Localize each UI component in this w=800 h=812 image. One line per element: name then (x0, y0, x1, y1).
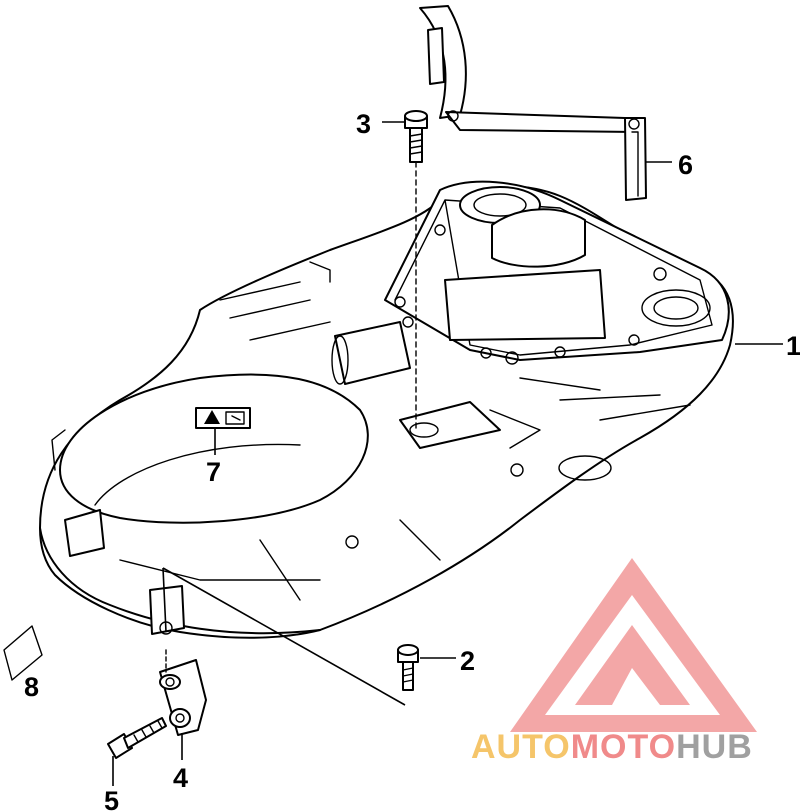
watermark-hub: HUB (676, 728, 753, 766)
bolt-part-2 (397, 644, 419, 691)
bolt-part-3 (404, 110, 428, 431)
leader-lines (112, 121, 783, 786)
warning-label-part-7 (195, 407, 251, 429)
callout-1: 1 (786, 331, 800, 361)
bracket-part-6 (419, 5, 647, 201)
engine-cover-pan (39, 180, 734, 639)
watermark-logo (510, 558, 757, 732)
logo-inner-mark (575, 625, 690, 705)
sticker-part-8 (3, 625, 43, 681)
watermark-auto: AUTO (471, 728, 571, 766)
callout-7: 7 (206, 457, 221, 487)
callout-6: 6 (678, 150, 693, 180)
watermark-text: AUTOMOTOHUB (471, 728, 753, 766)
callout-3: 3 (356, 109, 371, 139)
callout-2: 2 (460, 646, 475, 676)
clamp-part-4 (159, 649, 207, 736)
logo-triangle (510, 558, 757, 732)
bolt-part-5 (107, 717, 167, 759)
callout-5: 5 (104, 786, 119, 812)
callout-8: 8 (24, 672, 39, 702)
watermark-moto: MOTO (571, 728, 676, 766)
callout-4: 4 (173, 763, 188, 793)
